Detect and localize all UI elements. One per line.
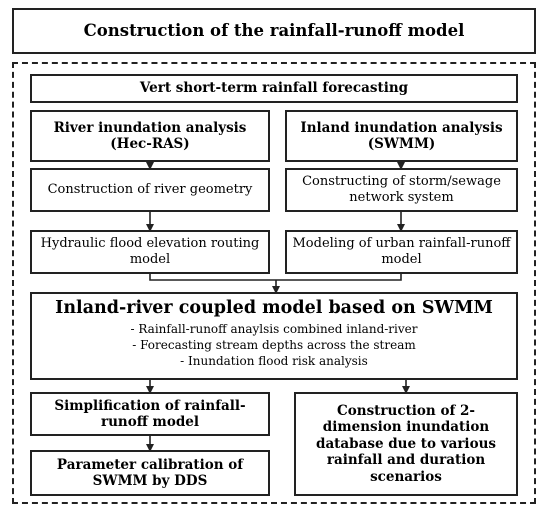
parameter-calibration-box: Parameter calibration of SWMM by DDS	[30, 450, 270, 496]
inland-analysis-label: Inland inundation analysis (SWMM)	[300, 119, 503, 152]
parameter-calibration-label: Parameter calibration of SWMM by DDS	[56, 456, 244, 489]
diagram-title-box: Construction of the rainfall-runoff mode…	[12, 8, 536, 54]
simplification-box: Simplification of rainfall-runoff model	[30, 392, 270, 436]
coupled-bullet-3: - Inundation flood risk analysis	[180, 353, 368, 368]
coupled-bullet-1: - Rainfall-runoff anaylsis combined inla…	[130, 322, 418, 337]
coupled-model-box: Inland-river coupled model based on SWMM…	[30, 292, 518, 380]
forecast-box: Vert short-term rainfall forecasting	[30, 74, 518, 103]
coupled-bullet-2: - Forecasting stream depths across the s…	[132, 337, 416, 352]
inland-analysis-box: Inland inundation analysis (SWMM)	[285, 110, 518, 162]
forecast-label: Vert short-term rainfall forecasting	[139, 80, 409, 97]
river-analysis-label: River inundation analysis (Hec-RAS)	[53, 119, 247, 152]
urban-modeling-label: Modeling of urban rainfall-runoff model	[292, 236, 511, 267]
river-geometry-box: Construction of river geometry	[30, 168, 270, 212]
database-2d-box: Construction of 2-dimension inundation d…	[294, 392, 518, 496]
river-analysis-box: River inundation analysis (Hec-RAS)	[30, 110, 270, 162]
database-2d-label: Construction of 2-dimension inundation d…	[316, 402, 496, 485]
hydraulic-routing-box: Hydraulic flood elevation routing model	[30, 230, 270, 274]
storm-network-label: Constructing of storm/sewage network sys…	[302, 174, 501, 205]
model-dashed-frame	[12, 62, 536, 504]
urban-modeling-box: Modeling of urban rainfall-runoff model	[285, 230, 518, 274]
diagram-title: Construction of the rainfall-runoff mode…	[83, 20, 465, 40]
river-geometry-label: Construction of river geometry	[47, 182, 253, 198]
hydraulic-routing-label: Hydraulic flood elevation routing model	[40, 236, 260, 267]
merge-connector	[149, 274, 402, 281]
simplification-label: Simplification of rainfall-runoff model	[54, 397, 246, 430]
coupled-model-title: Inland-river coupled model based on SWMM	[55, 298, 493, 318]
